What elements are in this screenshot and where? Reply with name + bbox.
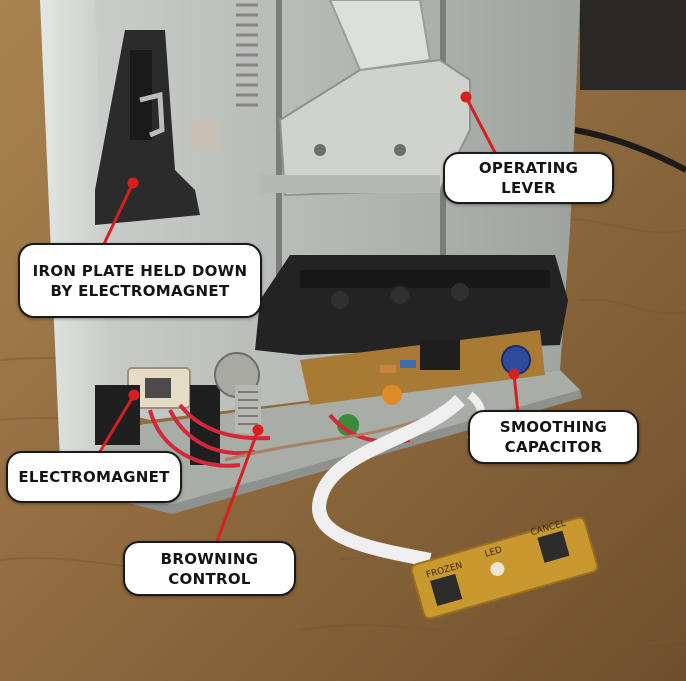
background-object: [580, 0, 686, 90]
callout-text: OPERATING: [478, 159, 579, 177]
callout-text: BY ELECTROMAGNET: [50, 281, 230, 300]
callout-smoothing-capacitor: SMOOTHING CAPACITOR: [468, 410, 639, 464]
callout-text: CAPACITOR: [504, 438, 603, 456]
callout-text: BROWNING: [160, 549, 259, 568]
callout-text: IRON PLATE HELD DOWN: [32, 261, 248, 280]
callout-electromagnet: ELECTROMAGNET: [6, 451, 182, 503]
ribbon-cable: [312, 394, 465, 567]
callout-iron-plate: IRON PLATE HELD DOWN BY ELECTROMAGNET: [18, 243, 262, 318]
smoothing-capacitor-part: [501, 345, 531, 375]
callout-text: CONTROL: [168, 569, 251, 588]
callout-text: LEVER: [501, 179, 556, 197]
pcb-label-led: LED: [484, 545, 504, 559]
callout-text: SMOOTHING: [499, 418, 608, 436]
button-pcb: FROZEN LED CANCEL: [410, 516, 599, 620]
spring: [236, 3, 258, 107]
callout-text: ELECTROMAGNET: [18, 468, 170, 486]
callout-browning-control: BROWNING CONTROL: [123, 541, 296, 596]
guide-rod: [276, 0, 282, 300]
callout-operating-lever: OPERATING LEVER: [443, 152, 614, 204]
